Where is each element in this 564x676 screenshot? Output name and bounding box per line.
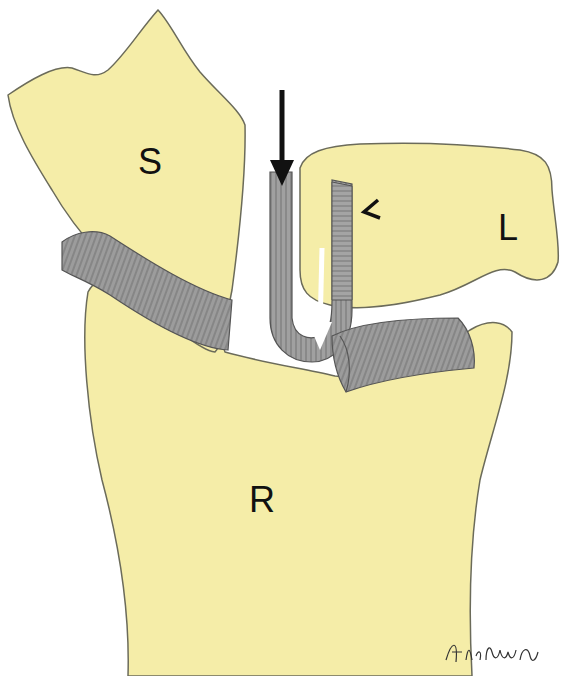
- scaphoid-bone: [8, 10, 245, 352]
- black-arrow-head: [270, 160, 294, 186]
- white-arrow-head: [308, 322, 332, 350]
- black-arrowhead: [364, 200, 380, 218]
- radius-bone: [85, 264, 512, 676]
- white-arrow-shaft: [320, 248, 322, 330]
- signature: [446, 645, 538, 662]
- lunate-ligament: [332, 318, 474, 392]
- interosseous-ligament-face: [332, 182, 352, 300]
- scaphoid-ligament: [62, 232, 232, 350]
- lunate-label: L: [498, 210, 518, 246]
- radius-label: R: [249, 482, 275, 518]
- black-arrow-shaft: [280, 90, 285, 168]
- scaphoid-label: S: [138, 144, 162, 180]
- lunate-bone: [300, 143, 558, 308]
- ligament-fold: [340, 336, 349, 392]
